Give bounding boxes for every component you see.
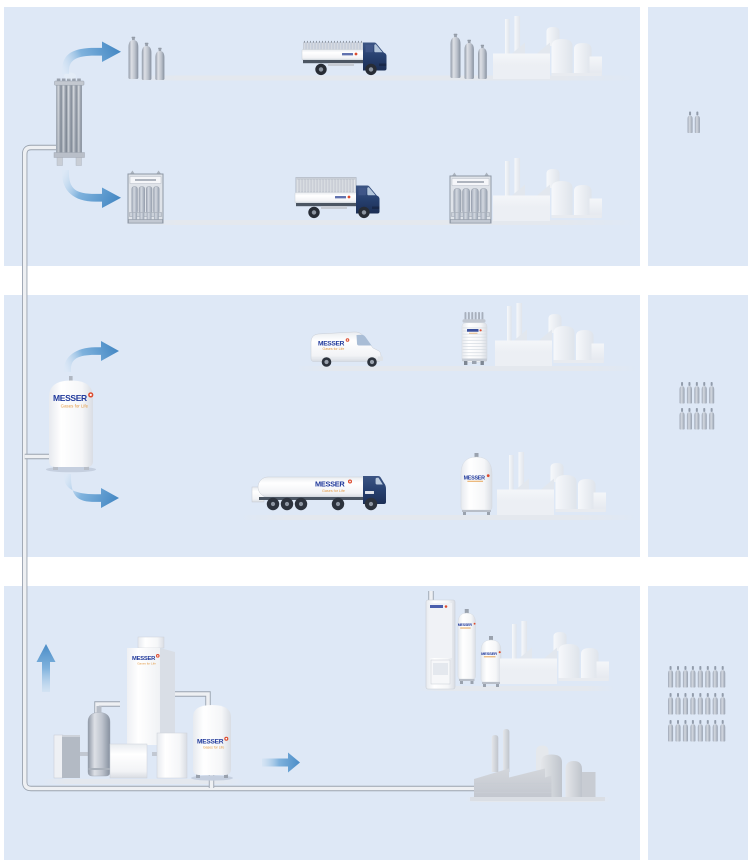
svg-text:MESSER: MESSER xyxy=(464,475,486,481)
svg-text:Gases for Life: Gases for Life xyxy=(137,662,156,666)
svg-text:MESSER: MESSER xyxy=(481,651,497,656)
svg-text:MESSER: MESSER xyxy=(458,623,473,627)
svg-text:Gases for Life: Gases for Life xyxy=(203,746,224,750)
svg-text:MESSER: MESSER xyxy=(53,393,87,403)
svg-text:MESSER: MESSER xyxy=(197,739,224,746)
svg-text:MESSER: MESSER xyxy=(315,480,345,489)
svg-text:Gases for Life: Gases for Life xyxy=(61,404,89,409)
svg-text:MESSER: MESSER xyxy=(318,341,345,348)
svg-text:Gases for Life: Gases for Life xyxy=(322,489,345,493)
svg-text:Gases for Life: Gases for Life xyxy=(323,347,345,351)
svg-text:MESSER: MESSER xyxy=(132,656,156,662)
